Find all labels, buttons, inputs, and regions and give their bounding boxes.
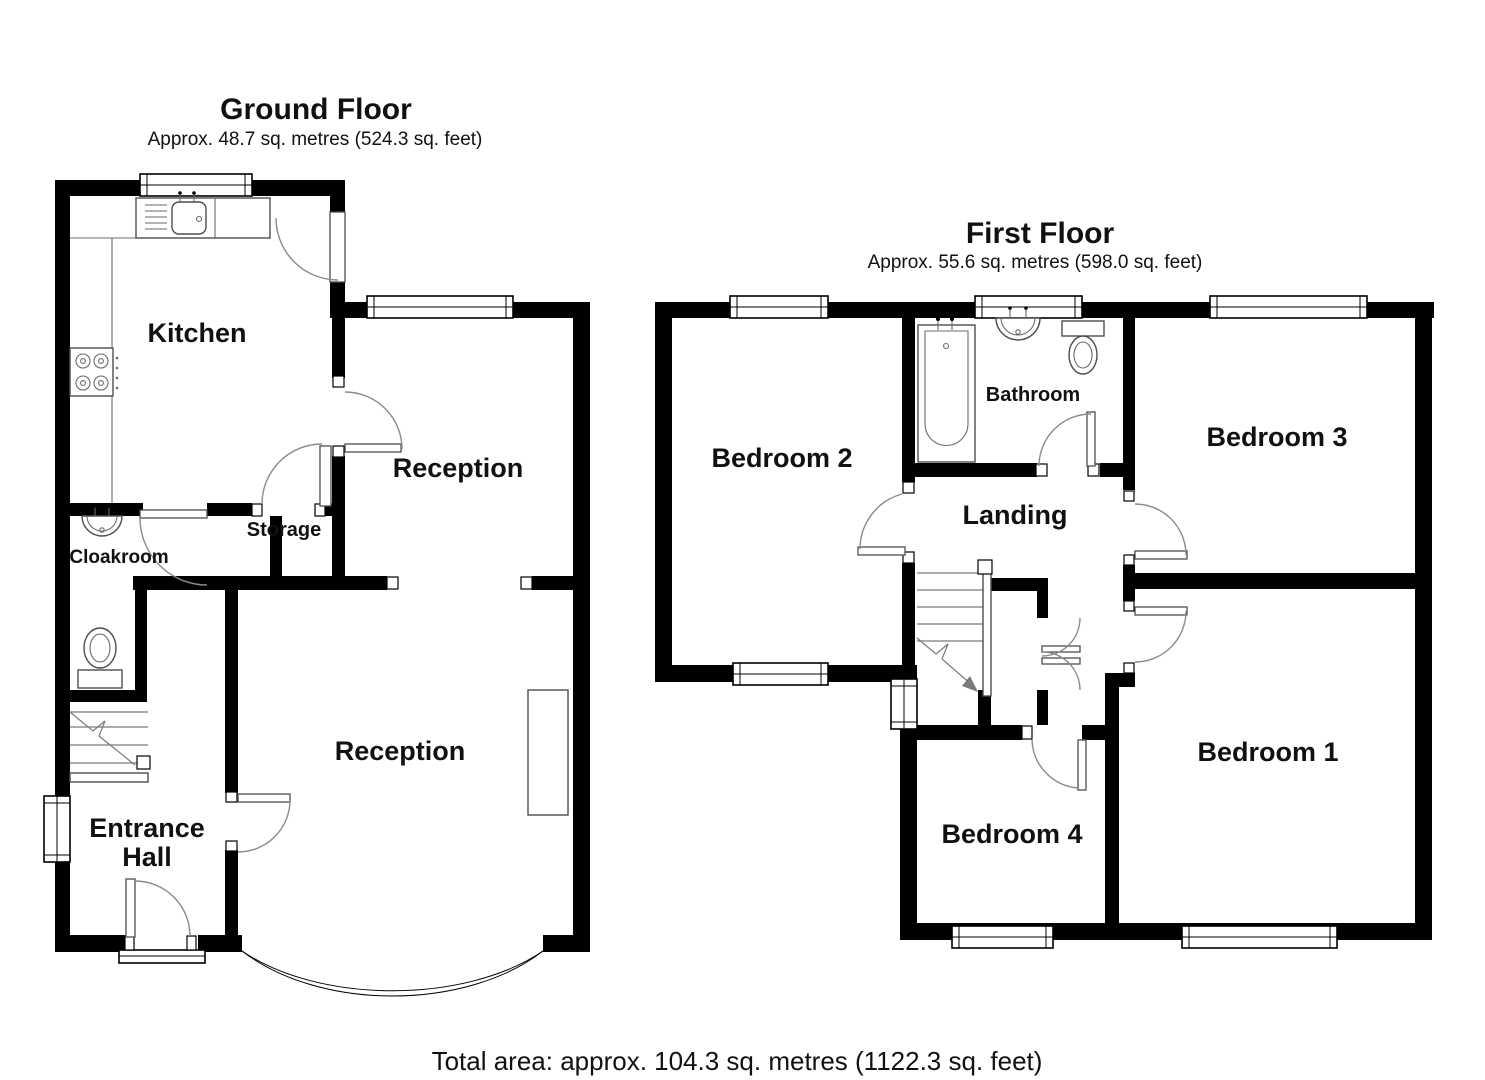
first-floor-title: First Floor bbox=[966, 217, 1115, 250]
bedroom3-window bbox=[1209, 295, 1368, 319]
bedroom1-door bbox=[1134, 606, 1188, 663]
stair-side-window bbox=[890, 678, 918, 730]
first-floor-subtitle: Approx. 55.6 sq. metres (598.0 sq. feet) bbox=[868, 252, 1203, 273]
bathroom-window bbox=[974, 295, 1083, 319]
hall-stairs bbox=[69, 711, 151, 783]
bedroom2-top-window bbox=[729, 295, 829, 319]
room-label-cloakroom: Cloakroom bbox=[69, 547, 168, 568]
ground-floor-plan: Ground Floor Approx. 48.7 sq. metres (52… bbox=[43, 93, 590, 997]
room-label-landing: Landing bbox=[963, 500, 1068, 530]
hall-reception-door bbox=[237, 793, 291, 853]
ground-door-jambs bbox=[124, 375, 533, 951]
bedroom1-window bbox=[1181, 925, 1338, 949]
storage-door bbox=[261, 443, 332, 507]
toilet bbox=[1061, 320, 1105, 375]
reception-top-window bbox=[366, 295, 514, 319]
landing-cupboard-doors bbox=[1041, 617, 1081, 691]
room-label-hall: Hall bbox=[122, 842, 172, 872]
room-label-bathroom: Bathroom bbox=[986, 384, 1080, 406]
total-area-text: Total area: approx. 104.3 sq. metres (11… bbox=[432, 1046, 1043, 1076]
room-label-entrance: Entrance bbox=[89, 813, 205, 843]
bedroom4-window bbox=[951, 925, 1054, 949]
kitchen-hob bbox=[69, 347, 119, 397]
room-label-reception-top: Reception bbox=[393, 453, 524, 483]
front-door-threshold bbox=[118, 949, 206, 964]
cloakroom-toilet bbox=[77, 627, 123, 689]
kitchen-sink bbox=[135, 191, 271, 239]
bedroom4-door bbox=[1031, 739, 1087, 791]
room-label-reception-bottom: Reception bbox=[335, 736, 466, 766]
kitchen-reception-door bbox=[344, 391, 403, 453]
room-label-storage: Storage bbox=[247, 519, 321, 541]
kitchen-back-door bbox=[275, 211, 346, 283]
hall-side-window bbox=[43, 795, 71, 863]
bathroom-sink bbox=[995, 306, 1041, 341]
room-label-kitchen: Kitchen bbox=[147, 318, 246, 348]
room-label-bedroom1: Bedroom 1 bbox=[1197, 737, 1338, 767]
first-door-jambs bbox=[902, 463, 1135, 740]
bedroom3-door bbox=[1134, 503, 1188, 560]
cloakroom-door bbox=[139, 509, 208, 586]
bay-window bbox=[241, 950, 544, 997]
reception-chimney-breast bbox=[527, 689, 569, 816]
ground-floor-title: Ground Floor bbox=[220, 93, 412, 126]
bathroom-door bbox=[1038, 411, 1096, 467]
room-label-bedroom3: Bedroom 3 bbox=[1206, 422, 1347, 452]
room-label-bedroom2: Bedroom 2 bbox=[711, 443, 852, 473]
bedroom2-door bbox=[857, 493, 906, 556]
first-floor-plan: First Floor Approx. 55.6 sq. metres (598… bbox=[655, 217, 1434, 949]
room-label-bedroom4: Bedroom 4 bbox=[941, 819, 1082, 849]
kitchen-window bbox=[139, 173, 253, 197]
bathtub bbox=[917, 317, 976, 463]
front-door bbox=[125, 878, 191, 938]
landing-stairs bbox=[916, 559, 993, 697]
bedroom2-bottom-window bbox=[732, 662, 829, 686]
cloakroom-sink bbox=[81, 504, 123, 537]
ground-floor-subtitle: Approx. 48.7 sq. metres (524.3 sq. feet) bbox=[148, 129, 483, 150]
